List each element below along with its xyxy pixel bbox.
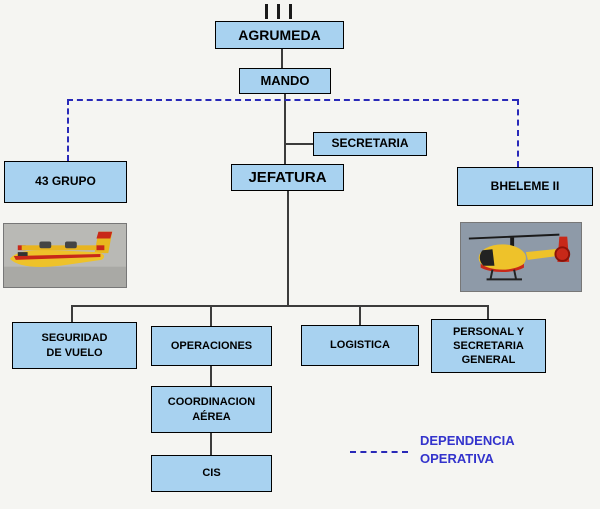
connector-operaciones-coordinacion (210, 366, 212, 386)
legend-dashed-line-sample (350, 451, 408, 453)
node-mando: MANDO (239, 68, 331, 94)
unit-echelon-marks-icon (277, 4, 280, 19)
connector-coordinacion-cis (210, 433, 212, 455)
connector-jefatura-bus (287, 191, 289, 305)
connector-bus-horizontal (71, 305, 489, 307)
connector-bus-operaciones (210, 305, 212, 326)
node-logistica: LOGISTICA (301, 325, 419, 366)
dashed-connector-horizontal (67, 99, 518, 101)
node-personal-y-secretaria-general: PERSONAL Y SECRETARIA GENERAL (431, 319, 546, 373)
node-secretaria: SECRETARIA (313, 132, 427, 156)
node-coordinacion-aerea: COORDINACION AÉREA (151, 386, 272, 433)
node-seguridad-de-vuelo: SEGURIDAD DE VUELO (12, 322, 137, 369)
unit-echelon-marks-icon (289, 4, 292, 19)
connector-agrumeda-mando (281, 49, 283, 68)
rescue-helicopter-photo (460, 222, 582, 292)
node-agrumeda: AGRUMEDA (215, 21, 344, 49)
connector-secretaria (284, 143, 313, 145)
node-jefatura: JEFATURA (231, 164, 344, 191)
canadair-seaplane-icon (4, 224, 126, 287)
node-cis: CIS (151, 455, 272, 492)
canadair-seaplane-photo (3, 223, 127, 288)
node-43-grupo: 43 GRUPO (4, 161, 127, 203)
node-operaciones: OPERACIONES (151, 326, 272, 366)
connector-bus-personal (487, 305, 489, 319)
rescue-helicopter-icon (461, 223, 581, 291)
connector-mando-jefatura (284, 94, 286, 164)
unit-echelon-marks-icon (265, 4, 268, 19)
node-bheleme-ii: BHELEME II (457, 167, 593, 206)
legend-label: DEPENDENCIA OPERATIVA (420, 433, 515, 466)
connector-bus-seguridad (71, 305, 73, 322)
connector-bus-logistica (359, 305, 361, 325)
dashed-connector-grupo43 (67, 99, 69, 161)
dashed-connector-bheleme (517, 99, 519, 167)
